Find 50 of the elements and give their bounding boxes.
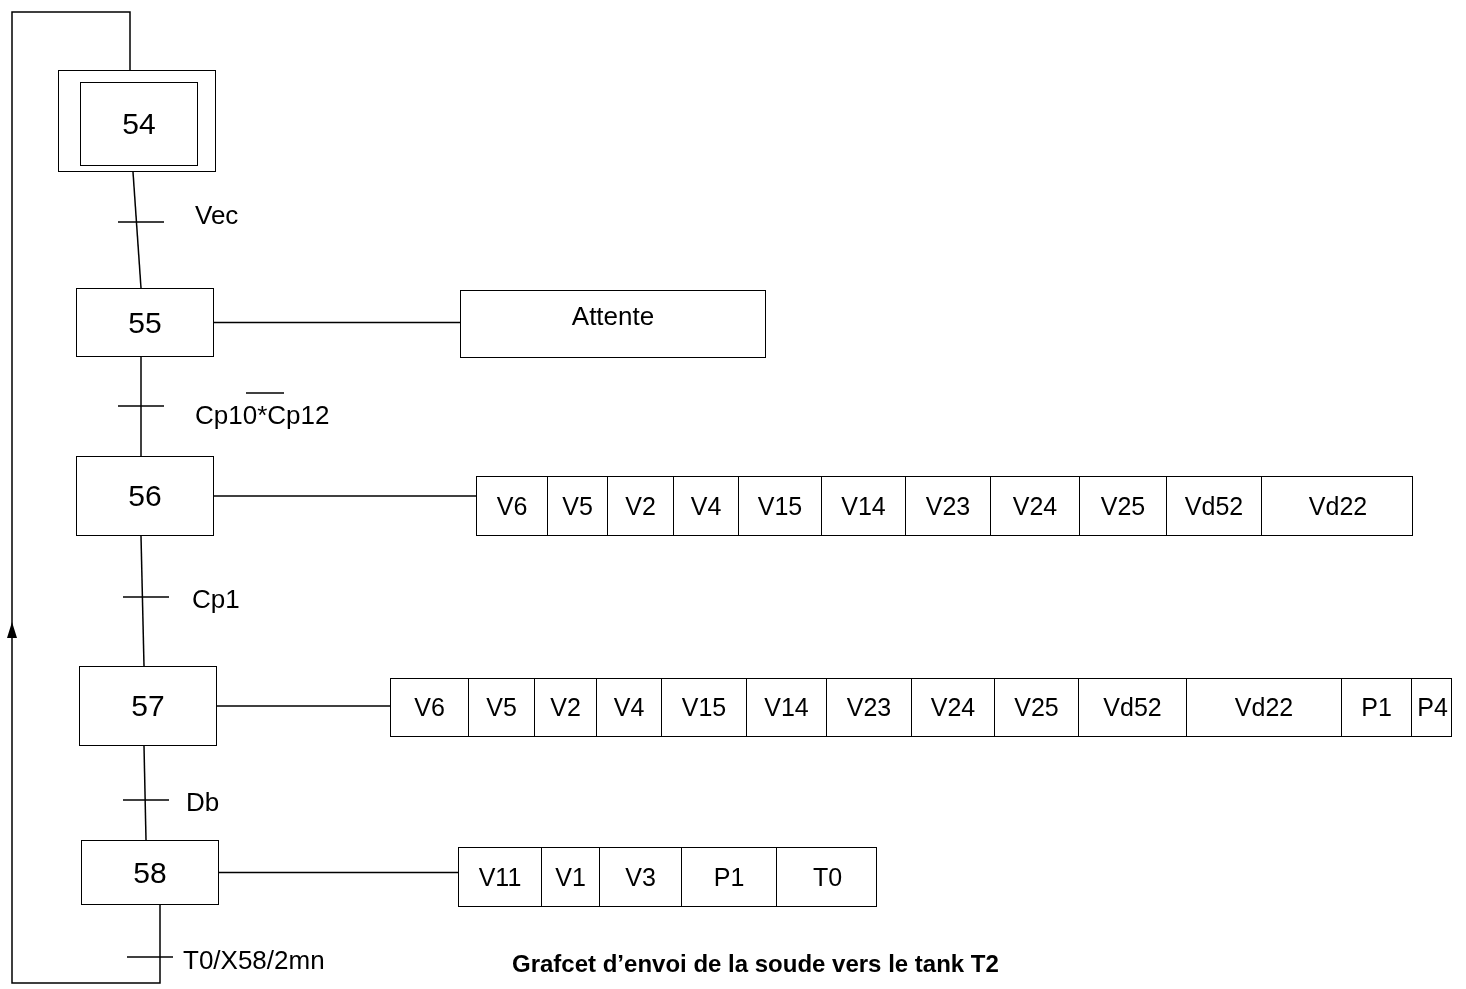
step-box [76, 456, 214, 536]
action-cell: P1 [1341, 679, 1411, 736]
action-cell: V25 [994, 679, 1078, 736]
action-cell: V15 [661, 679, 746, 736]
transition-condition: Db [186, 787, 220, 818]
action-cell: V25 [1079, 477, 1166, 535]
action-cell: V4 [673, 477, 738, 535]
action-cell: T0 [776, 848, 878, 906]
action-cell: V3 [599, 848, 681, 906]
step-number: 58 [133, 855, 167, 890]
transition-condition: T0/X58/2mn [183, 945, 325, 976]
action-cell: V24 [911, 679, 994, 736]
step-box [81, 840, 219, 905]
action-box [390, 678, 1452, 737]
step-number: 56 [128, 479, 162, 513]
transition-condition: Cp1 [192, 584, 240, 615]
action-box [458, 847, 877, 907]
action-cell: V1 [541, 848, 599, 906]
action-cell: P4 [1411, 679, 1453, 736]
step-number: 55 [128, 305, 162, 340]
action-cell: V15 [738, 477, 821, 535]
action-cell: V14 [746, 679, 826, 736]
action-cell: Vd52 [1166, 477, 1261, 535]
action-cell: V23 [905, 477, 990, 535]
action-cell-text: V6 [413, 692, 446, 723]
action-cell: V24 [990, 477, 1079, 535]
step-box [79, 666, 217, 746]
action-cell: P1 [681, 848, 776, 906]
action-cell: V14 [821, 477, 905, 535]
action-cell: V5 [547, 477, 607, 535]
action-cell: V5 [468, 679, 534, 736]
action-cell: Vd22 [1261, 477, 1414, 535]
action-label: Attente [571, 301, 655, 332]
action-cell: Vd22 [1186, 679, 1341, 736]
step-number: 54 [122, 107, 156, 141]
transition-condition: Vec [195, 200, 239, 231]
action-cell: V23 [826, 679, 911, 736]
action-cell: V2 [534, 679, 596, 736]
action-cell-text: V11 [477, 861, 523, 893]
action-cell: V4 [596, 679, 661, 736]
action-cell: Vd52 [1078, 679, 1186, 736]
step-box [76, 288, 214, 357]
action-box [460, 290, 766, 358]
action-cell-text: V6 [495, 490, 529, 522]
step-number: 57 [131, 689, 165, 723]
initial-step-box [58, 70, 216, 172]
action-box [476, 476, 1413, 536]
action-cell: V2 [607, 477, 673, 535]
diagram-caption: Grafcet d’envoi de la soude vers le tank T2 [512, 950, 999, 978]
transition-condition: Cp10*Cp12 [195, 400, 330, 431]
